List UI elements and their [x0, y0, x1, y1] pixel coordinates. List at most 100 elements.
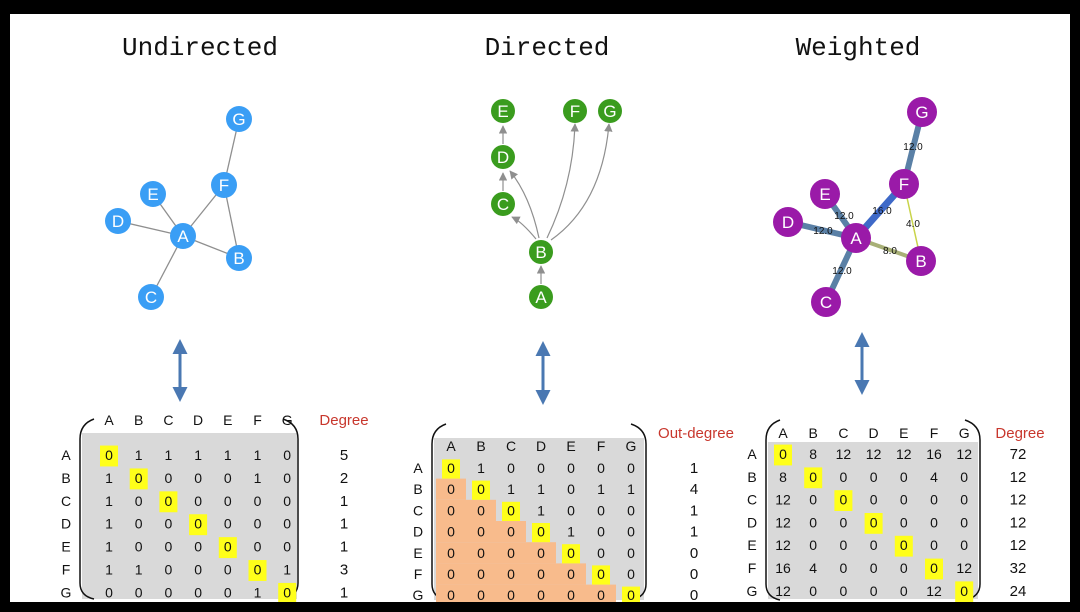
matrix-cell: 0 [165, 562, 173, 578]
degree-column-title: Degree [995, 425, 1044, 442]
matrix-cell: 0 [809, 514, 817, 530]
matrix-cell: 0 [627, 524, 635, 540]
column-header: B [134, 412, 143, 428]
matrix-cell: 12 [866, 446, 882, 462]
matrix-cell: 0 [477, 524, 485, 540]
matrix-cell: 1 [567, 524, 575, 540]
svg-text:G: G [603, 102, 616, 121]
svg-text:A: A [850, 229, 862, 248]
matrix-cell: 0 [477, 545, 485, 561]
column-header: B [809, 425, 818, 441]
matrix-cell: 0 [870, 560, 878, 576]
weighted-edges [785, 109, 925, 305]
degree-value: 4 [690, 481, 698, 498]
svg-text:D: D [782, 213, 794, 232]
lower-triangle-shade [436, 478, 466, 500]
column-header: E [223, 412, 232, 428]
column-header: A [446, 438, 456, 454]
mapping-arrows [172, 332, 870, 405]
degree-value: 0 [690, 587, 698, 602]
matrix-cell: 0 [135, 584, 143, 600]
row-header: C [747, 492, 757, 508]
matrix-cell: 0 [165, 516, 173, 532]
directed-node-b: B [529, 240, 553, 264]
matrix-cell: 0 [870, 469, 878, 485]
row-header: C [413, 502, 423, 518]
weighted-node-c: C [811, 287, 841, 317]
matrix-cell: 0 [165, 539, 173, 555]
matrix-cell: 1 [507, 481, 515, 497]
row-header: B [747, 469, 756, 485]
matrix-cell: 0 [283, 584, 291, 600]
undirected-node-e: E [140, 181, 166, 207]
matrix-cell: 0 [447, 460, 455, 476]
matrix-cell: 0 [900, 537, 908, 553]
degree-value: 72 [1010, 446, 1027, 463]
matrix-cell: 1 [537, 481, 545, 497]
matrix-cell: 12 [956, 560, 972, 576]
weighted-node-f: F [889, 169, 919, 199]
degree-value: 2 [340, 470, 348, 487]
matrix-cell: 0 [597, 545, 605, 561]
row-header: D [61, 516, 71, 532]
column-header: F [597, 438, 606, 454]
svg-text:D: D [112, 212, 124, 231]
matrix-cell: 0 [447, 587, 455, 602]
matrix-cell: 0 [507, 566, 515, 582]
diagonal-cell-highlight [472, 480, 490, 500]
svg-text:F: F [899, 175, 909, 194]
diagonal-cell-highlight [442, 459, 460, 479]
matrix-cell: 1 [254, 470, 262, 486]
row-header: E [413, 545, 422, 561]
svg-text:E: E [147, 185, 158, 204]
directed-node-c: C [491, 192, 515, 216]
column-header: G [626, 438, 637, 454]
column-header: F [930, 425, 939, 441]
diagonal-cell-highlight [189, 514, 208, 536]
svg-text:A: A [535, 288, 547, 307]
matrix-cell: 0 [597, 502, 605, 518]
matrix-cell: 0 [627, 587, 635, 602]
directed-edges [498, 123, 613, 284]
matrix-cell: 0 [900, 469, 908, 485]
matrix-cell: 0 [627, 502, 635, 518]
matrix-cell: 0 [194, 584, 202, 600]
row-header: F [62, 562, 71, 578]
matrix-cell: 1 [105, 516, 113, 532]
matrix-cell: 0 [930, 492, 938, 508]
matrix-cell: 0 [840, 514, 848, 530]
diagonal-cell-highlight [955, 581, 974, 602]
matrix-cell: 0 [930, 537, 938, 553]
matrix-cell: 1 [135, 562, 143, 578]
column-header: A [778, 425, 788, 441]
column-header: E [566, 438, 575, 454]
matrix-cell: 8 [809, 446, 817, 462]
panel-title-weighted: Weighted [796, 33, 921, 63]
svg-text:F: F [219, 176, 229, 195]
svg-text:E: E [497, 102, 508, 121]
matrix-cell: 0 [627, 545, 635, 561]
matrix-left-bracket [765, 419, 781, 601]
undirected-node-g: G [226, 106, 252, 132]
matrix-cell: 0 [477, 481, 485, 497]
svg-text:A: A [177, 227, 189, 246]
matrix-cell: 0 [194, 516, 202, 532]
undirected-edges [117, 118, 240, 298]
matrix-cell: 0 [809, 469, 817, 485]
matrix-cell: 0 [254, 539, 262, 555]
matrix-cell: 12 [775, 514, 791, 530]
matrix-cell: 0 [165, 470, 173, 486]
matrix-cell: 0 [809, 492, 817, 508]
edge-b-to-f [546, 123, 579, 239]
degree-value: 0 [690, 566, 698, 583]
matrix-cell: 0 [447, 545, 455, 561]
diagonal-cell-highlight [159, 491, 178, 513]
degree-value: 1 [690, 460, 698, 477]
degree-value: 1 [340, 584, 348, 601]
matrix-cell: 0 [930, 514, 938, 530]
weighted-node-a: A [841, 223, 871, 253]
diagonal-cell-highlight [218, 537, 237, 559]
matrix-cell: 0 [597, 566, 605, 582]
